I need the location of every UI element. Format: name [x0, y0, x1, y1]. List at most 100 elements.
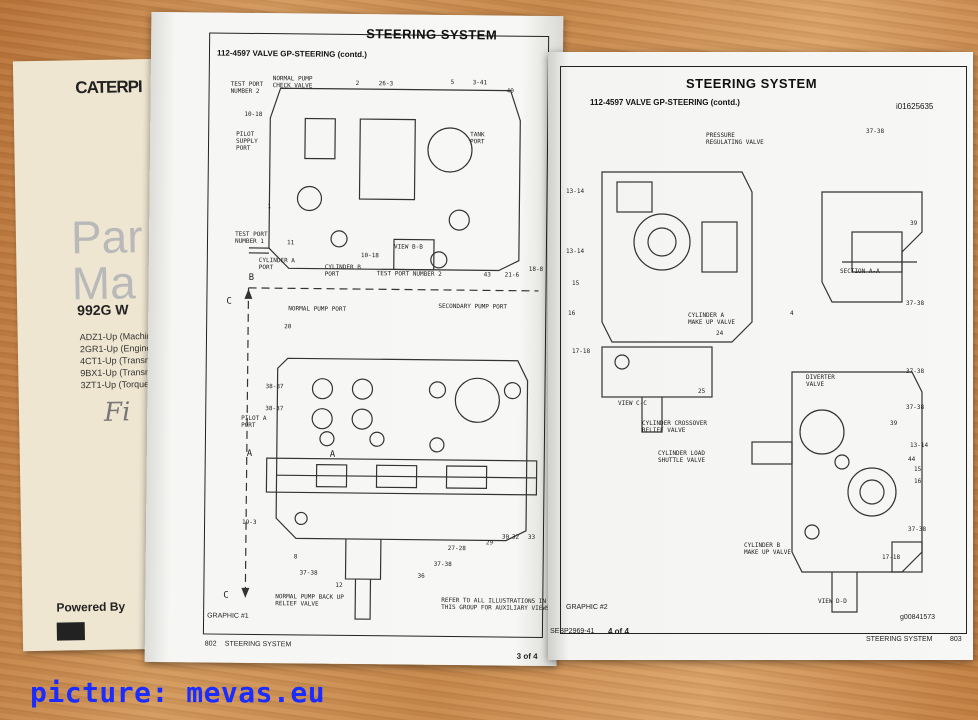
- callout-label: 10-18: [360, 252, 379, 260]
- callout-label: 37-38: [866, 128, 885, 135]
- steering-valve-drawing-left: [241, 87, 539, 620]
- callout-label: 13-14: [566, 188, 585, 195]
- callout-label: CYLINDER CROSSOVER RELIEF VALVE: [642, 420, 708, 434]
- callout-label: 37-38: [908, 526, 927, 533]
- graphic-number: GRAPHIC #2: [566, 604, 608, 611]
- callout-label: 2: [355, 80, 360, 88]
- callout-label: 38-37: [265, 383, 284, 391]
- callout-label: VIEW B-B: [393, 243, 423, 251]
- callout-label: NORMAL PUMP PORT: [288, 305, 347, 313]
- callout-label: 1: [267, 203, 272, 211]
- section-marker-a: A: [246, 448, 253, 459]
- callout-label: 10-18: [244, 110, 263, 119]
- document-id: i01625635: [896, 102, 934, 111]
- right-page: STEERING SYSTEM 112-4597 VALVE GP-STEERI…: [548, 52, 973, 660]
- callout-label: VIEW C-C: [618, 400, 647, 407]
- image-id: g00841573: [900, 614, 936, 621]
- page-of: 4 of 4: [608, 627, 629, 636]
- cover-serial: 2GR1-Up (Engine): [79, 342, 155, 355]
- callout-label: 37-38: [906, 368, 925, 375]
- graphic-number: GRAPHIC #1: [207, 612, 249, 620]
- right-page-header: STEERING SYSTEM: [686, 76, 818, 91]
- cover-model: 992G W: [77, 301, 129, 319]
- callout-label: 13-14: [566, 248, 585, 255]
- right-page-frame: [560, 66, 967, 634]
- callout-label: 16: [568, 310, 576, 317]
- callout-label: CYLINDER B MAKE UP VALVE: [744, 542, 791, 556]
- callout-label: 24: [716, 330, 724, 337]
- callout-label: 26-3: [378, 80, 394, 88]
- callout-label: 18-8: [528, 265, 544, 273]
- callout-label: CYLINDER B PORT: [324, 263, 361, 278]
- callout-label: PILOT SUPPLY PORT: [235, 130, 258, 152]
- callout-label: 8: [293, 553, 298, 561]
- callout-label: NORMAL PUMP CHECK VALVE: [272, 75, 313, 90]
- callout-label: 43: [483, 271, 491, 279]
- callout-label: 44: [908, 456, 916, 463]
- callout-label: SECONDARY PUMP PORT: [438, 302, 508, 311]
- callout-label: 5: [450, 78, 455, 87]
- page-number: 803: [950, 636, 962, 643]
- callout-label: TEST PORT NUMBER 2: [230, 80, 264, 95]
- callout-label: 39: [890, 420, 898, 427]
- cover-logo: [56, 622, 85, 641]
- document-code: SEBP2969-41: [550, 628, 595, 635]
- cover-handwriting: Fi: [103, 397, 131, 428]
- steering-valve-drawing-right: [601, 171, 923, 613]
- footer-title: STEERING SYSTEM: [866, 636, 933, 643]
- callout-label: 12: [335, 581, 343, 589]
- section-marker-c: C: [223, 590, 229, 601]
- section-marker-c: C: [226, 296, 232, 307]
- callout-label: 39: [910, 220, 918, 227]
- left-page-header: STEERING SYSTEM: [366, 26, 498, 43]
- callout-label: 27-28: [447, 544, 466, 553]
- right-page-subheader: 112-4597 VALVE GP-STEERING (contd.): [590, 98, 740, 107]
- callout-label: 13-14: [910, 442, 929, 449]
- section-marker-b: B: [248, 272, 255, 283]
- page-of: 3 of 4: [516, 651, 538, 661]
- callout-label: SECTION A-A: [840, 268, 880, 275]
- callout-label: CYLINDER LOAD SHUTTLE VALVE: [658, 450, 705, 464]
- callout-label: 15: [914, 466, 922, 473]
- callout-label: 17-18: [882, 554, 901, 561]
- callout-label: 37-38: [433, 560, 452, 569]
- callout-label: 4: [790, 310, 794, 317]
- callout-label: 17-18: [572, 348, 591, 355]
- callout-label: 37-38: [299, 569, 318, 577]
- callout-label: DIVERTER VALVE: [806, 374, 835, 388]
- callout-label: CYLINDER A PORT: [258, 256, 295, 272]
- callout-label: 16: [914, 478, 922, 485]
- footer-title: STEERING SYSTEM: [224, 640, 292, 649]
- callout-label: 36: [417, 572, 425, 580]
- callout-label: 30: [501, 533, 510, 541]
- callout-label: 38-37: [265, 405, 284, 413]
- section-marker-a: A: [329, 449, 336, 460]
- page-number: 802: [204, 640, 217, 648]
- callout-label: 33: [527, 533, 536, 541]
- callout-label: 3-41: [472, 79, 488, 87]
- callout-label: PRESSURE REGULATING VALVE: [706, 132, 764, 146]
- callout-label: 37-38: [906, 404, 925, 411]
- callout-label: 19-3: [242, 518, 257, 526]
- callout-label: TEST PORT NUMBER 1: [234, 230, 268, 246]
- callout-label: TANK PORT: [470, 131, 485, 146]
- callout-label: 15: [572, 280, 580, 287]
- watermark-text: picture: mevas.eu: [30, 676, 326, 709]
- cover-brand: CATERPI: [75, 77, 142, 98]
- callout-label: PILOT A PORT: [241, 414, 267, 429]
- callout-label: TEST PORT NUMBER 2: [376, 270, 442, 278]
- callout-label: REFER TO ALL ILLUSTRATIONS IN THIS GROUP…: [441, 596, 550, 613]
- callout-label: 25: [698, 388, 706, 395]
- callout-label: 21-6: [504, 271, 520, 279]
- callout-label: 20: [284, 323, 292, 331]
- cover-powered-by: Powered By: [56, 599, 126, 615]
- callout-label: 32: [511, 533, 520, 541]
- callout-label: 37-38: [906, 300, 925, 307]
- callout-label: NORMAL PUMP BACK UP RELIEF VALVE: [275, 593, 344, 608]
- callout-label: VIEW D-D: [818, 598, 847, 605]
- left-page: STEERING SYSTEM 112-4597 VALVE GP-STEERI…: [144, 11, 564, 667]
- callout-label: 11: [286, 239, 295, 247]
- callout-label: 29: [485, 539, 494, 547]
- callout-label: CYLINDER A MAKE UP VALVE: [688, 312, 735, 326]
- callout-label: 40: [506, 87, 514, 95]
